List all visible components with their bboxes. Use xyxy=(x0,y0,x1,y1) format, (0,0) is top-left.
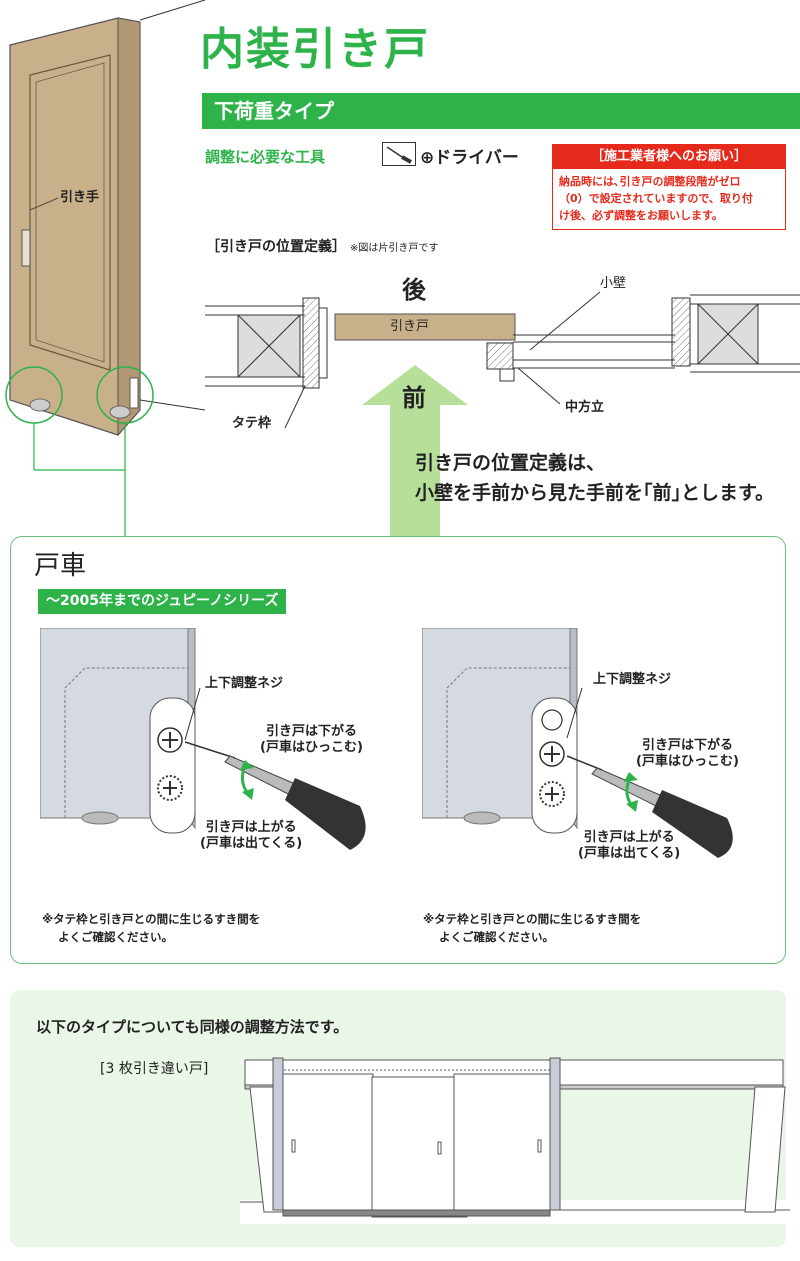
position-title: ［引き戸の位置定義］ ※図は片引き戸です xyxy=(206,236,438,256)
roller-diagram-right xyxy=(422,628,733,858)
page-title: 内装引き戸 xyxy=(200,24,430,75)
left-up-line-2: (戸車は出てくる) xyxy=(200,836,303,851)
vertical-frame-label: タテ枠 xyxy=(232,416,272,431)
right-note-line-1: ※タテ枠と引き戸との間に生じるすき間を xyxy=(423,912,642,926)
notice-line-2: （0）で設定されていますので、取り付 xyxy=(559,192,753,205)
left-note: ※タテ枠と引き戸との間に生じるすき間を よくご確認ください。 xyxy=(42,910,260,946)
explain-line-1: 引き戸の位置定義は、 xyxy=(415,452,606,474)
right-up-line-1: 引き戸は上がる xyxy=(583,830,675,845)
door-label: 引き戸 xyxy=(390,319,430,334)
left-note-line-2: よくご確認ください。 xyxy=(58,930,173,944)
same-method-text: 以下のタイプについても同様の調整方法です。 xyxy=(36,1018,349,1036)
position-note: ※図は片引き戸です xyxy=(350,243,439,254)
tool-label: 調整に必要な工具 xyxy=(205,148,326,166)
notice-body: 納品時には､引き戸の調整段階がゼロ （0）で設定されていますので、取り付 け後、… xyxy=(553,169,785,228)
series-badge: ～2005年までのジュピーノシリーズ xyxy=(38,589,287,614)
right-screw-label: 上下調整ネジ xyxy=(593,672,672,687)
back-label: 後 xyxy=(402,276,426,304)
plan-view-diagram xyxy=(205,291,800,429)
left-note-line-1: ※タテ枠と引き戸との間に生じるすき間を xyxy=(42,912,261,926)
left-up-text: 引き戸は上がる (戸車は出てくる) xyxy=(200,820,302,852)
handle-label: 引き手 xyxy=(60,190,100,205)
installer-notice: ［施工業者様へのお願い］ 納品時には､引き戸の調整段階がゼロ （0）で設定されて… xyxy=(552,144,786,230)
door-illustration xyxy=(5,0,206,470)
tool-name: ⊕ドライバー xyxy=(420,148,519,168)
roller-diagram-left xyxy=(40,628,366,850)
left-up-line-1: 引き戸は上がる xyxy=(205,820,297,835)
center-post-label: 中方立 xyxy=(565,400,605,415)
notice-line-3: け後、必ず調整をお願いします。 xyxy=(559,209,723,222)
position-title-text: ［引き戸の位置定義］ xyxy=(206,239,346,255)
connector-lines xyxy=(34,469,126,536)
explain-line-2: 小壁を手前から見た手前を｢前｣とします。 xyxy=(415,482,775,504)
position-explanation: 引き戸の位置定義は、 小壁を手前から見た手前を｢前｣とします。 xyxy=(415,448,774,508)
left-screw-label: 上下調整ネジ xyxy=(205,676,284,691)
left-down-text: 引き戸は下がる (戸車はひっこむ) xyxy=(260,724,363,756)
subtitle-bar: 下荷重タイプ xyxy=(202,93,800,129)
roller-title: 戸車 xyxy=(34,551,87,581)
right-note-line-2: よくご確認ください。 xyxy=(439,930,554,944)
front-label: 前 xyxy=(402,384,426,412)
right-down-text: 引き戸は下がる (戸車はひっこむ) xyxy=(636,738,739,770)
three-panel-door-label: [3 枚引き違い戸] xyxy=(100,1061,209,1077)
right-down-line-1: 引き戸は下がる xyxy=(641,738,733,753)
right-note: ※タテ枠と引き戸との間に生じるすき間を よくご確認ください。 xyxy=(423,910,641,946)
right-up-text: 引き戸は上がる (戸車は出てくる) xyxy=(578,830,680,862)
screwdriver-icon xyxy=(382,142,416,166)
small-wall-label: 小壁 xyxy=(600,276,627,291)
three-panel-door-diagram xyxy=(240,1057,790,1224)
left-down-line-1: 引き戸は下がる xyxy=(265,724,357,739)
left-down-line-2: (戸車はひっこむ) xyxy=(260,740,363,755)
right-up-line-2: (戸車は出てくる) xyxy=(578,846,681,861)
front-arrow xyxy=(362,365,468,537)
notice-heading: ［施工業者様へのお願い］ xyxy=(553,145,785,169)
right-down-line-2: (戸車はひっこむ) xyxy=(636,754,739,769)
notice-line-1: 納品時には､引き戸の調整段階がゼロ xyxy=(559,175,741,188)
